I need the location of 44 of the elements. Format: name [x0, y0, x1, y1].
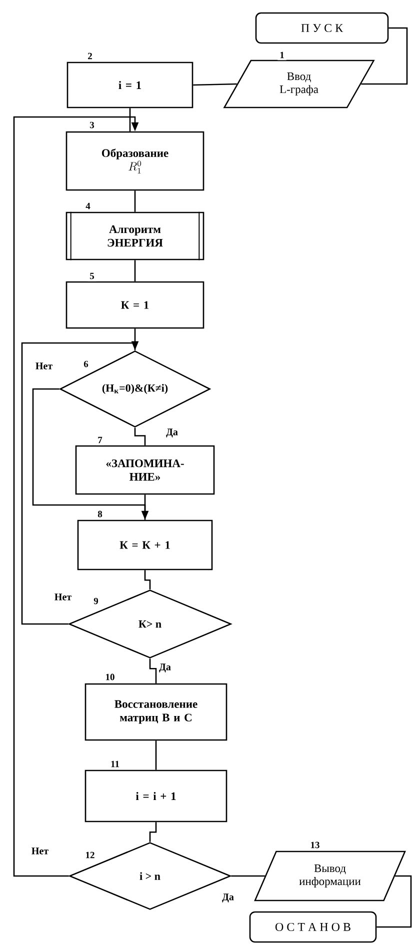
connector	[134, 328, 136, 350]
io-parallelogram: Вывод информации	[254, 850, 406, 902]
connector	[21, 341, 139, 625]
connector	[144, 494, 146, 520]
connector	[134, 260, 136, 282]
process-box: «ЗАПОМИНА- НИЕ»	[75, 445, 215, 495]
connector	[376, 875, 412, 928]
step-number: 3	[88, 120, 96, 130]
step-number: 7	[96, 434, 104, 446]
edge-label: Нет	[30, 846, 50, 856]
step-number: 6	[82, 358, 90, 370]
connector	[129, 108, 131, 132]
connector	[361, 27, 408, 85]
connector	[193, 83, 237, 86]
subroutine-box: Алгоритм ЭНЕРГИЯ	[66, 211, 204, 261]
connector	[134, 190, 136, 212]
process-box: К = К + 1	[77, 520, 213, 570]
connector	[155, 740, 157, 770]
step-number: 1	[278, 50, 286, 60]
connector	[149, 658, 157, 684]
connector	[144, 570, 151, 590]
connector	[231, 875, 265, 877]
process-box: К = 1	[66, 281, 204, 329]
process-box: i = 1	[66, 62, 194, 108]
terminal-box: П У С К	[255, 12, 389, 44]
step-number: 2	[86, 50, 94, 62]
step-number: 12	[83, 850, 97, 860]
edge-label: Нет	[34, 361, 54, 371]
step-number: 4	[84, 200, 92, 212]
connector	[13, 116, 139, 877]
step-number: 11	[108, 758, 122, 770]
process-box: i = i + 1	[84, 770, 228, 822]
edge-label: Да	[164, 427, 180, 439]
step-number: 9	[92, 596, 100, 606]
terminal-box: О С Т А Н О В	[249, 911, 377, 943]
process-box: Восстановление матриц В и С	[84, 683, 228, 741]
step-number: 13	[308, 840, 322, 850]
connector	[134, 428, 146, 446]
process-box: Образование $R_1^0$	[66, 131, 204, 191]
connector	[149, 822, 157, 842]
step-number: 10	[103, 672, 117, 682]
edge-label: Да	[158, 662, 172, 674]
step-number: 5	[88, 270, 96, 282]
step-number: 8	[96, 508, 104, 520]
